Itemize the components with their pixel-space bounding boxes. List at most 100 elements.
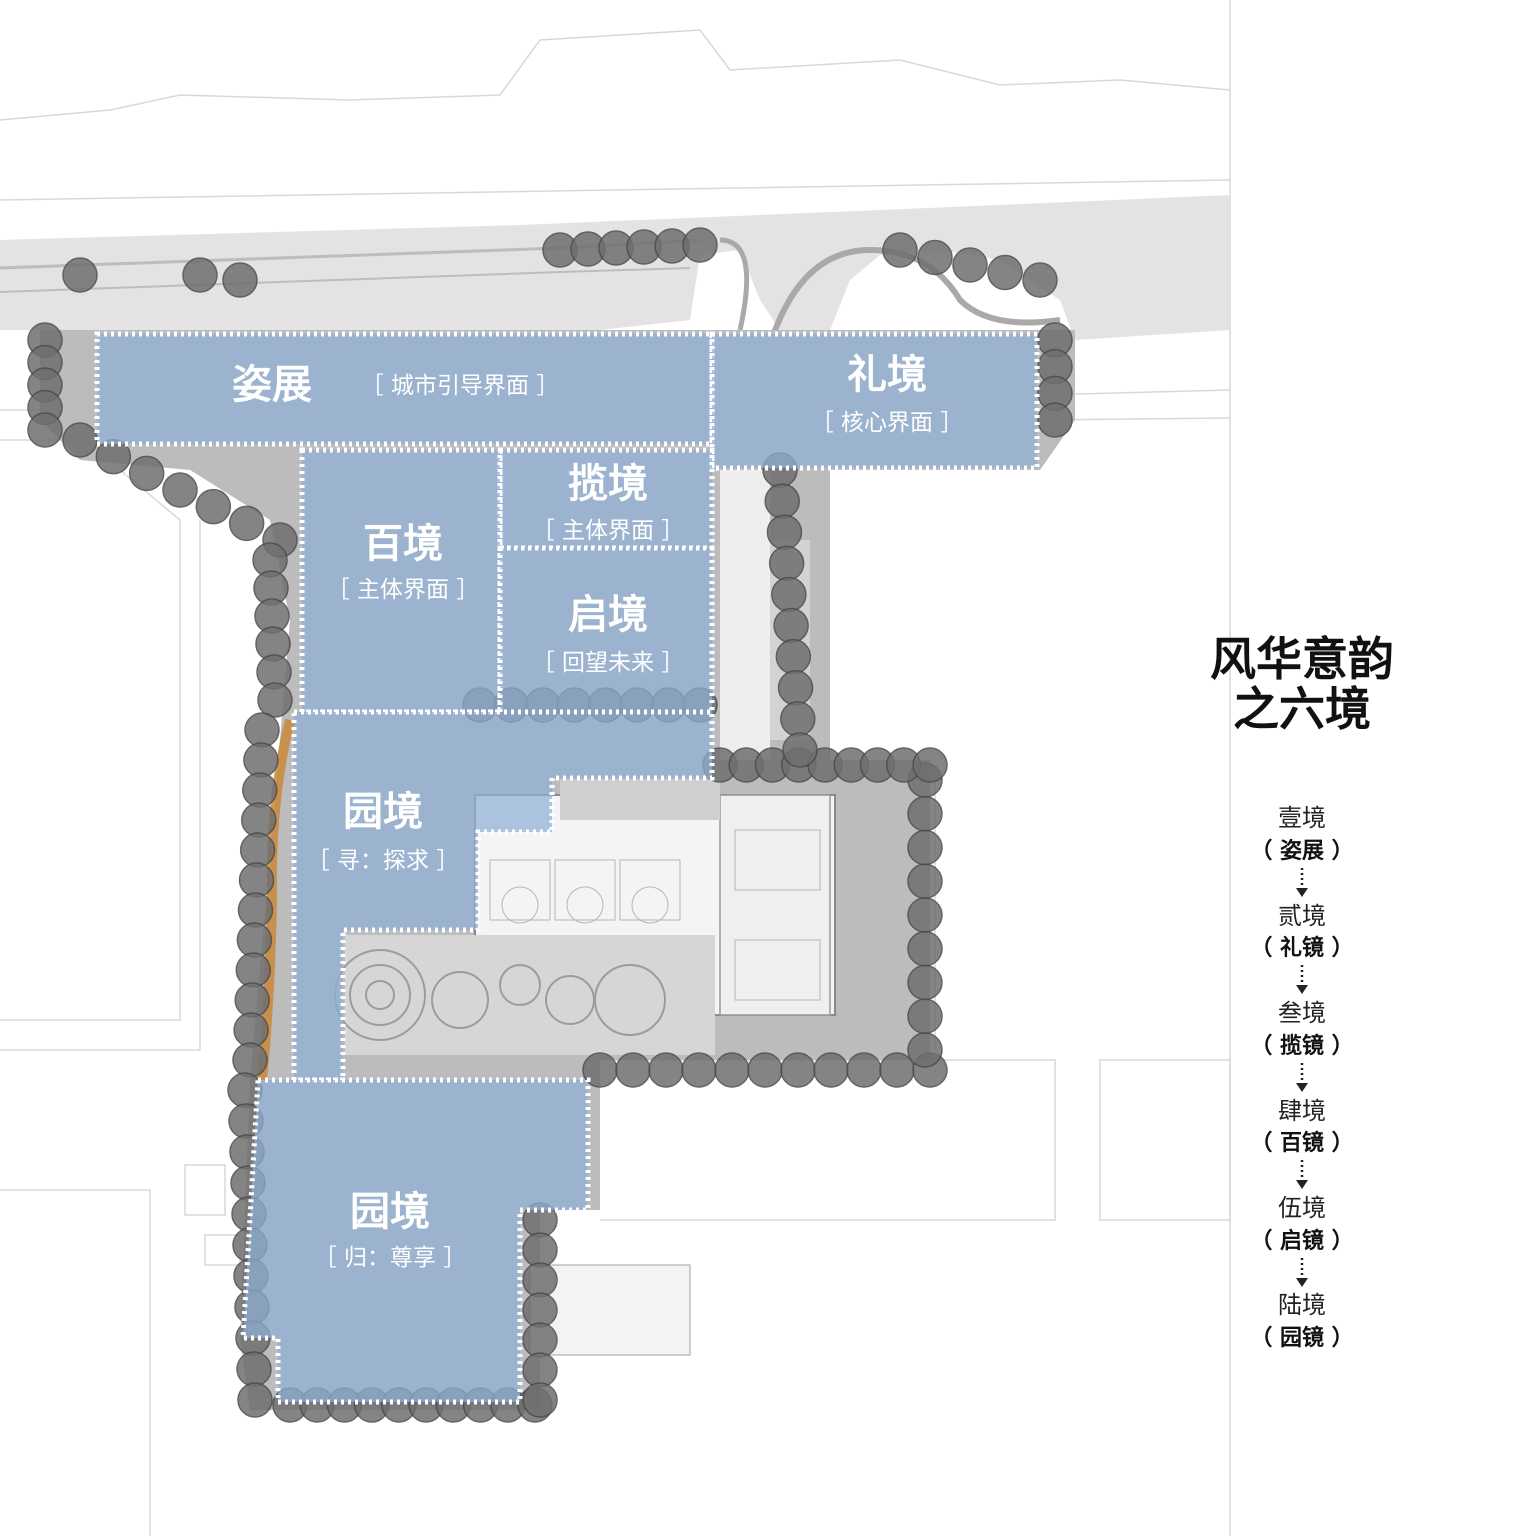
- tree: [182, 257, 218, 293]
- zone-title-yuanjing-1: 园境: [343, 789, 423, 835]
- tree: [907, 897, 943, 933]
- tree: [682, 227, 718, 263]
- tree: [952, 247, 988, 283]
- tree: [846, 1052, 882, 1088]
- tree: [522, 1292, 558, 1328]
- tree: [681, 1052, 717, 1088]
- zone-subtitle-yuanjing-2: ［ 归：尊享 ］: [314, 1245, 467, 1271]
- zone-subtitle-lijing: ［ 核心界面 ］: [811, 410, 964, 436]
- tree: [907, 796, 943, 832]
- tree: [236, 1351, 272, 1387]
- zones: [94, 331, 1040, 1405]
- legend-title-line2: 之六境: [1233, 682, 1371, 736]
- tree: [522, 1352, 558, 1388]
- zone-title-baijing: 百境: [363, 521, 443, 567]
- tree: [907, 931, 943, 967]
- tree: [240, 802, 277, 838]
- tree: [615, 1052, 651, 1088]
- zone-zizhan: [94, 331, 715, 447]
- tree: [907, 1032, 943, 1068]
- legend-item-num: 肆境: [1278, 1097, 1326, 1125]
- tree: [244, 712, 280, 748]
- legend-item-name: （ 姿展 ）: [1250, 838, 1353, 864]
- tree: [907, 998, 943, 1034]
- tree: [912, 747, 948, 783]
- zone-title-lijing: 礼境: [847, 352, 927, 398]
- tree: [232, 1042, 268, 1078]
- tree: [239, 832, 276, 868]
- tree: [714, 1052, 750, 1088]
- tree: [882, 232, 918, 268]
- zone-lanjing: [497, 447, 715, 551]
- tree: [907, 964, 943, 1001]
- zone-qijing: [497, 545, 715, 715]
- tree: [128, 455, 165, 492]
- tree: [222, 262, 258, 298]
- tree: [257, 682, 293, 718]
- tree: [1022, 262, 1058, 298]
- tree: [987, 254, 1023, 291]
- legend-item-name: （ 礼镜 ）: [1250, 935, 1353, 961]
- tree: [648, 1052, 684, 1088]
- legend-item-name: （ 揽镜 ）: [1250, 1033, 1353, 1059]
- zone-labels: 姿展 ［ 城市引导界面 ］ 礼境 ［ 核心界面 ］ 揽境 ［ 主体界面 ］ 百境…: [232, 352, 963, 1271]
- tree: [768, 545, 805, 582]
- tree: [1037, 402, 1073, 438]
- legend-title-line1: 风华意韵: [1210, 632, 1394, 686]
- zone-lijing: [709, 331, 1040, 471]
- tree: [907, 829, 943, 866]
- legend-item-num: 叁境: [1278, 999, 1326, 1027]
- tree: [522, 1232, 558, 1268]
- tree: [243, 742, 279, 778]
- tree: [780, 701, 816, 737]
- zone-title-zizhan: 姿展: [232, 362, 312, 408]
- zone-title-lanjing: 揽境: [568, 461, 648, 507]
- zone-subtitle-lanjing: ［ 主体界面 ］: [532, 518, 685, 544]
- tree: [907, 863, 943, 899]
- tree: [879, 1052, 915, 1088]
- tree: [773, 607, 809, 644]
- zone-subtitle-yuanjing-1: ［ 寻：探求 ］: [307, 848, 460, 874]
- arrow-down-icon: [1296, 888, 1308, 1287]
- zone-title-qijing: 启境: [568, 592, 648, 638]
- tree: [237, 892, 274, 928]
- zone-subtitle-baijing: ［ 主体界面 ］: [327, 577, 480, 603]
- tree: [522, 1262, 558, 1298]
- tree: [62, 422, 98, 458]
- tree: [813, 1052, 849, 1088]
- tree: [228, 505, 265, 542]
- tree: [771, 576, 807, 613]
- tree: [195, 488, 232, 525]
- legend-item-num: 壹境: [1278, 804, 1326, 832]
- tree: [766, 514, 803, 550]
- zone-subtitle-qijing: ［ 回望未来 ］: [532, 650, 685, 676]
- tree: [747, 1052, 783, 1088]
- tree: [775, 638, 812, 675]
- legend-item-name: （ 百镜 ）: [1250, 1130, 1353, 1156]
- tree: [236, 922, 273, 958]
- tree: [764, 483, 800, 519]
- tree: [233, 1012, 269, 1048]
- tree: [777, 670, 814, 706]
- legend-item-num: 贰境: [1278, 902, 1326, 930]
- tree: [242, 772, 278, 808]
- tree: [162, 472, 198, 508]
- legend-item-name: （ 启镜 ）: [1250, 1228, 1353, 1254]
- tree: [780, 1052, 816, 1088]
- tree: [237, 1382, 273, 1418]
- tree: [522, 1322, 558, 1358]
- tree: [917, 239, 953, 276]
- legend-item-num: 陆境: [1278, 1291, 1326, 1319]
- zone-subtitle-zizhan: ［ 城市引导界面 ］: [361, 373, 560, 399]
- tree: [235, 952, 272, 988]
- tree: [27, 412, 63, 448]
- zone-yuanjing-2: [240, 1077, 591, 1405]
- tree: [62, 257, 98, 293]
- tree: [234, 982, 270, 1018]
- tree: [238, 862, 275, 898]
- legend-item-num: 伍境: [1278, 1194, 1326, 1222]
- tree: [782, 732, 818, 768]
- tree: [522, 1382, 558, 1418]
- legend: 风华意韵 之六境 壹境 （ 姿展 ） 贰境 （ 礼镜 ） 叁境 （ 揽镜 ） 肆…: [1210, 632, 1394, 1351]
